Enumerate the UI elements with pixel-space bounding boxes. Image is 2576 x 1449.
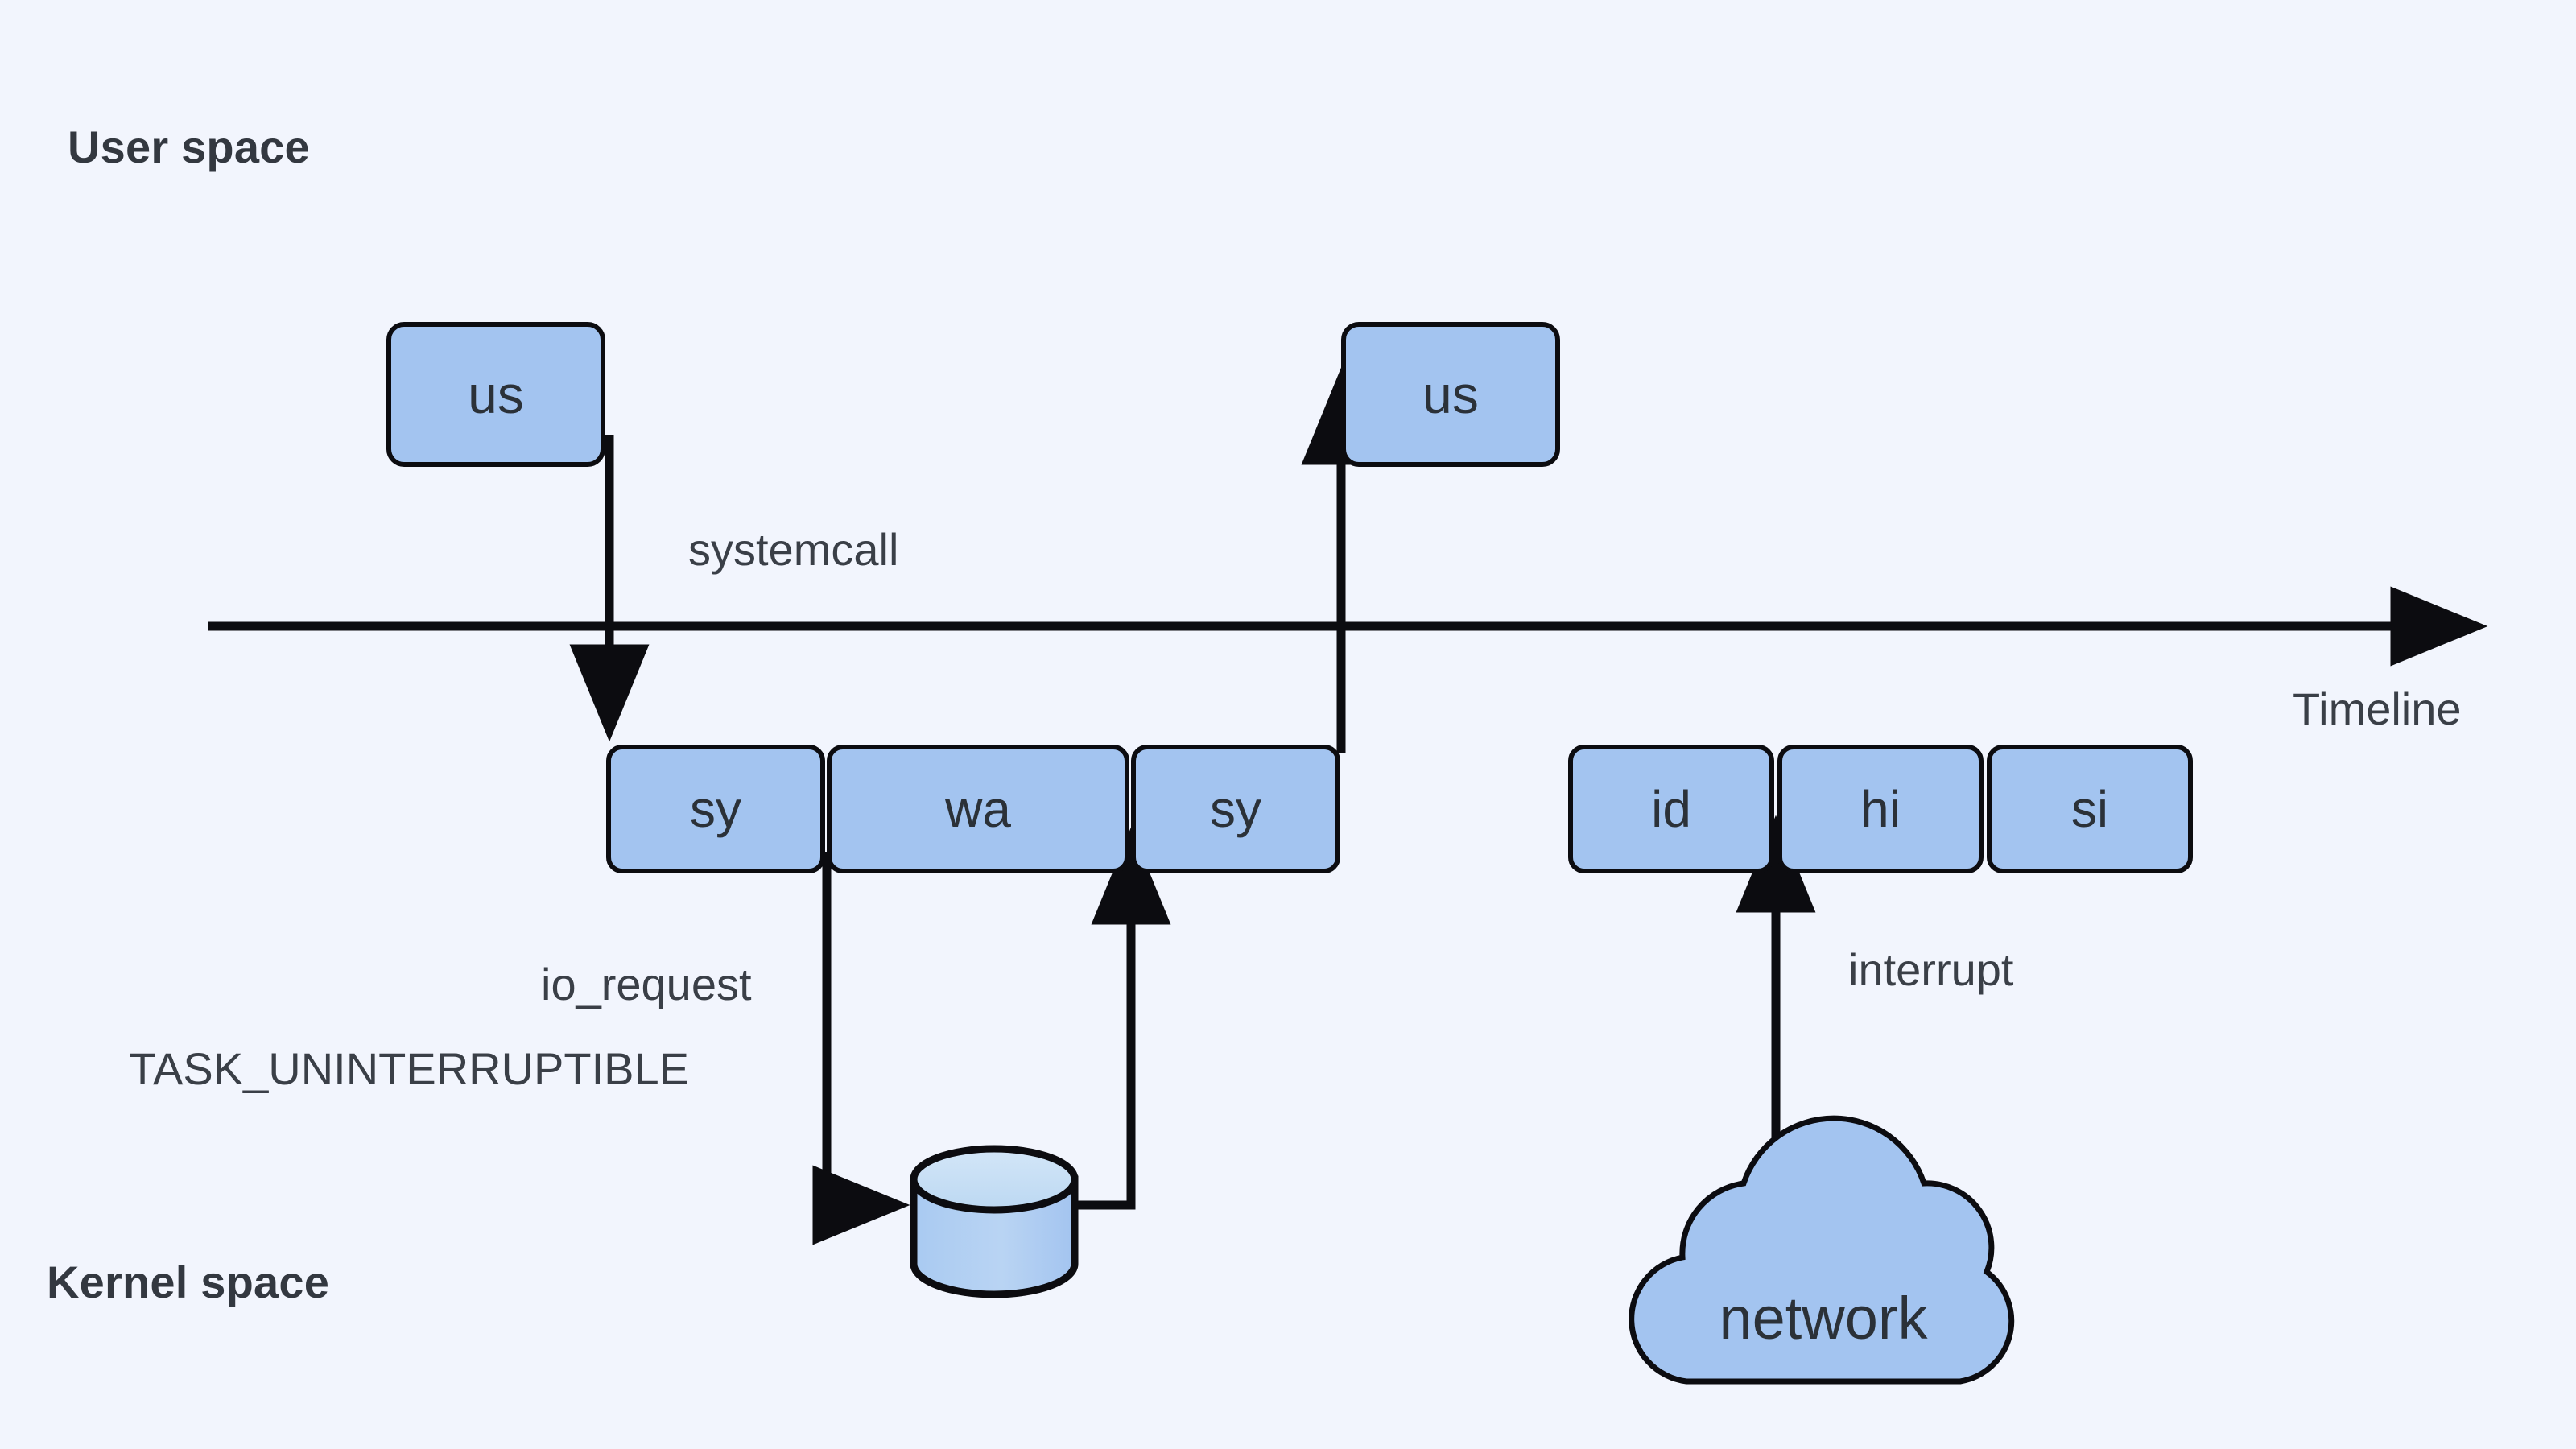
- database-cylinder: [910, 1145, 1079, 1298]
- kernel-box-si-label: si: [2070, 780, 2109, 838]
- kernel-box-sy-2[interactable]: sy: [1131, 745, 1340, 873]
- task-uninterruptible-label: TASK_UNINTERRUPTIBLE: [129, 1043, 689, 1094]
- kernel-box-sy-1[interactable]: sy: [606, 745, 825, 873]
- user-box-us-return-label: us: [1422, 365, 1479, 424]
- kernel-box-si[interactable]: si: [1987, 745, 2193, 873]
- user-box-us-return[interactable]: us: [1341, 322, 1560, 467]
- kernel-box-hi[interactable]: hi: [1777, 745, 1984, 873]
- io-request-arrow: [812, 852, 910, 1245]
- kernel-box-hi-label: hi: [1860, 780, 1901, 838]
- user-box-us-entry-label: us: [468, 365, 524, 424]
- kernel-box-wa-label: wa: [945, 780, 1011, 838]
- kernel-box-sy-2-label: sy: [1210, 780, 1261, 838]
- timeline-label: Timeline: [2293, 683, 2462, 734]
- kernel-box-wa[interactable]: wa: [827, 745, 1129, 873]
- user-space-heading: User space: [68, 122, 310, 172]
- interrupt-label: interrupt: [1848, 944, 2014, 995]
- network-cloud: [1629, 1115, 2015, 1385]
- user-box-us-entry[interactable]: us: [386, 322, 605, 467]
- io-complete-arrow: [1076, 827, 1171, 1210]
- io-request-label: io_request: [541, 959, 752, 1009]
- kernel-box-sy-1-label: sy: [690, 780, 741, 838]
- kernel-box-id[interactable]: id: [1568, 745, 1774, 873]
- kernel-space-heading: Kernel space: [47, 1257, 330, 1307]
- systemcall-label: systemcall: [688, 524, 899, 575]
- kernel-box-id-label: id: [1651, 780, 1691, 838]
- network-cloud-label: network: [1719, 1285, 1928, 1352]
